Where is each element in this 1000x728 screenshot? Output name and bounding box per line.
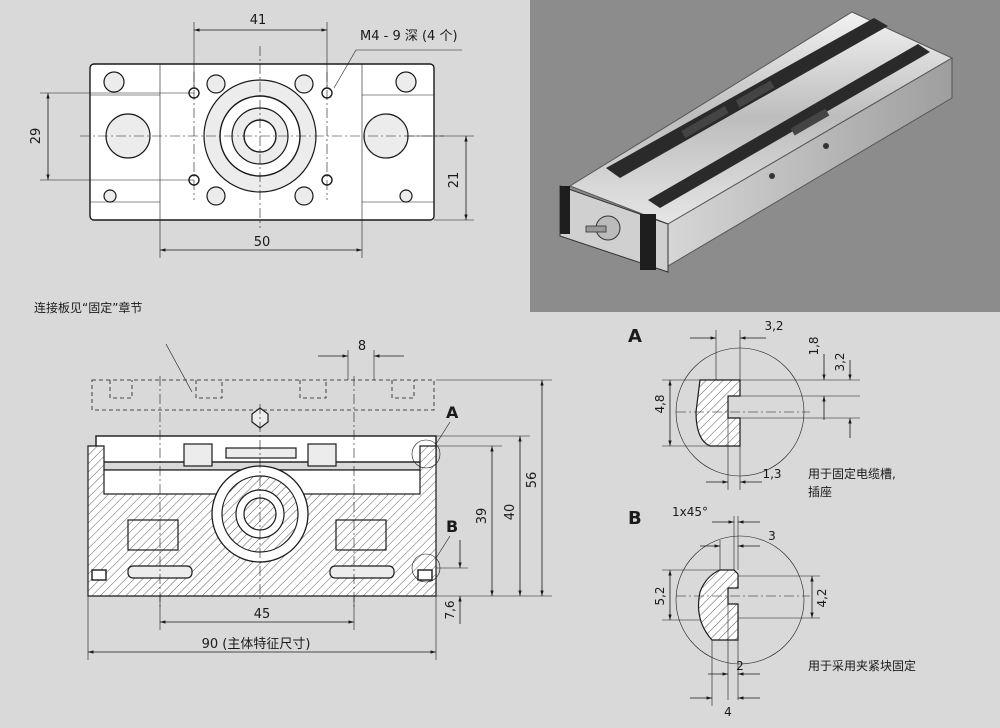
detail-b-dim-4: 4	[724, 705, 732, 719]
detail-a-dim-3-2-side: 3,2	[833, 352, 847, 371]
detail-a-dim-4-8: 4,8	[653, 394, 667, 413]
section-label-b: B	[446, 517, 458, 536]
detail-b-drawing	[662, 516, 820, 706]
detail-a-dim-1-3: 1,3	[762, 467, 781, 481]
dim-50-label: 50	[254, 235, 271, 250]
dim-8-label: 8	[358, 339, 366, 354]
detail-b-dim-3: 3	[768, 529, 776, 543]
product-photo	[530, 0, 1000, 312]
detail-a-dim-3-2-top: 3,2	[764, 319, 783, 333]
dim-21-label: 21	[447, 172, 462, 189]
top-view	[40, 22, 474, 258]
detail-a-note-line2: 插座	[808, 484, 832, 499]
dim-40-label: 40	[503, 504, 518, 521]
dim-7-6-label: 7,6	[443, 600, 457, 619]
detail-b-dim-4-2: 4,2	[815, 588, 829, 607]
detail-b-dim-2: 2	[736, 659, 744, 673]
connection-plate-note: 连接板见“固定”章节	[34, 300, 142, 315]
detail-a-drawing	[662, 330, 860, 490]
dim-45-label: 45	[254, 607, 271, 622]
dim-39-label: 39	[475, 508, 490, 525]
detail-b-note: 用于采用夹紧块固定	[808, 658, 916, 673]
section-view	[87, 343, 552, 660]
detail-b-dim-5-2: 5,2	[653, 586, 667, 605]
dim-90-label: 90 (主体特征尺寸)	[202, 637, 311, 652]
thread-note: M4 - 9 深 (4 个)	[360, 29, 458, 44]
section-label-a: A	[446, 403, 459, 422]
detail-b-title: B	[628, 508, 642, 529]
detail-a-title: A	[628, 326, 642, 347]
dim-29-label: 29	[29, 128, 44, 145]
detail-b-dim-chamfer: 1x45°	[672, 505, 708, 519]
detail-a-dim-1-8: 1,8	[807, 336, 821, 355]
dim-56-label: 56	[525, 472, 540, 489]
dim-41-label: 41	[250, 13, 267, 28]
detail-a-note-line1: 用于固定电缆槽,	[808, 466, 896, 481]
